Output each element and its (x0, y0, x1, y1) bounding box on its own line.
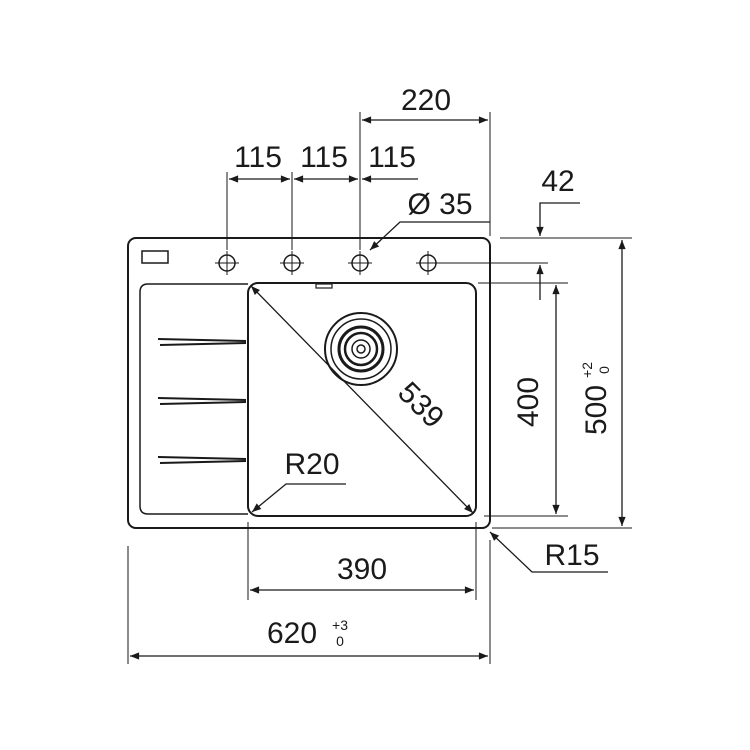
dim-line-top-margin (536, 202, 580, 236)
tap-hole (280, 251, 304, 275)
drainer-rib (157, 456, 247, 464)
label-overall-depth-tol-upper: +2 (579, 362, 595, 378)
label-overall-depth-tol-lower: 0 (596, 366, 612, 374)
label-overall-width: 620 (267, 617, 317, 650)
leader-hole-diameter (369, 221, 490, 251)
label-overall-width-tol-lower: 0 (336, 633, 344, 649)
drain-strainer (324, 312, 398, 386)
drainer-ribs (157, 338, 247, 464)
dimension-lines (130, 116, 626, 660)
sink-outer-edge (127, 237, 491, 529)
label-bowl-depth: 400 (512, 377, 545, 427)
label-tap-spacing-1: 115 (234, 141, 282, 174)
label-bowl-radius: R20 (284, 448, 339, 481)
drainer-rib (157, 338, 247, 346)
leader-outer-radius (489, 531, 608, 573)
drainer-rib (157, 397, 247, 405)
dim-line-bowl-diagonal (250, 285, 474, 514)
tap-hole (416, 251, 440, 275)
label-top-margin: 42 (541, 165, 574, 198)
overflow-slot (315, 283, 333, 289)
extension-lines (127, 112, 632, 664)
drainer-outline (139, 283, 248, 515)
label-tap-offset: 220 (401, 84, 451, 117)
tap-holes (215, 251, 440, 275)
overall-depth-label-group: 500 +2 0 (579, 362, 613, 435)
tap-hole (348, 251, 372, 275)
brand-plate (141, 250, 169, 264)
label-bowl-diagonal: 539 (391, 376, 450, 435)
label-outer-radius: R15 (544, 539, 599, 572)
sink-bowl (247, 282, 477, 517)
leader-bowl-radius (251, 483, 346, 513)
label-bowl-width: 390 (337, 553, 387, 586)
label-tap-spacing-3: 115 (368, 141, 416, 174)
label-overall-depth: 500 (580, 385, 613, 435)
label-hole-diameter: Ø 35 (407, 188, 472, 221)
label-overall-width-tol-upper: +3 (332, 617, 348, 633)
tap-hole (215, 251, 239, 275)
label-tap-spacing-2: 115 (300, 141, 348, 174)
